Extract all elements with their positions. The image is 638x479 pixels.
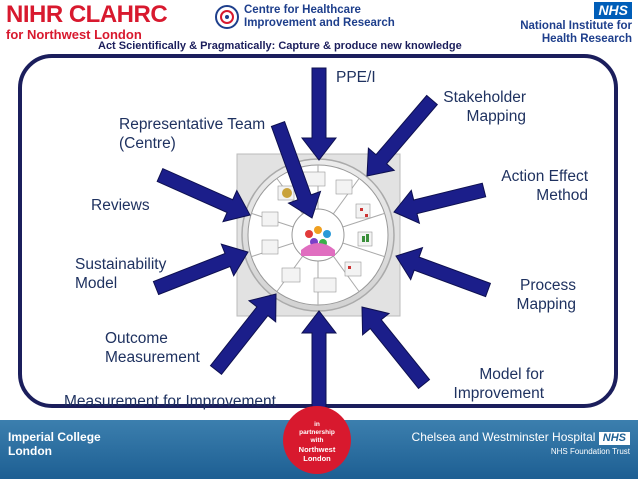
arrow-outcome: [209, 293, 277, 376]
label-representative-team: Representative Team (Centre): [119, 115, 265, 154]
imperial-line2: London: [8, 444, 52, 458]
arrow-reviews: [156, 167, 251, 223]
label-representative-line1: Representative Team: [119, 116, 266, 133]
label-action-effect-method: Action Effect Method: [482, 167, 588, 206]
label-stakeholder-line2: Mapping: [466, 108, 526, 126]
label-sustainability-line2: Model: [75, 275, 118, 293]
chelsea-trust: NHS Foundation Trust: [550, 447, 630, 456]
arrow-process: [395, 246, 492, 298]
label-action-line1: Action Effect: [501, 168, 588, 185]
nihr-clahrc-logo: NIHR CLAHRC for Northwest London: [6, 1, 168, 42]
partnership-badge: in partnership with Northwest London: [283, 406, 351, 474]
arrow-stakeholder: [366, 94, 439, 177]
imperial-logo: Imperial College London: [8, 430, 101, 458]
label-action-line2: Method: [536, 187, 588, 205]
nhs-badge: NHS: [594, 2, 632, 19]
label-stakeholder-line1: Stakeholder: [443, 89, 526, 106]
wheel-divider: [342, 212, 385, 228]
partner-line5: London: [303, 454, 331, 463]
label-process-mapping: Process Mapping: [496, 276, 576, 315]
arrow-representative: [270, 120, 322, 219]
nihr-name-line2: Health Research: [541, 33, 632, 45]
methods-wheel: [241, 158, 395, 312]
collaboration-figures-icon: [301, 226, 335, 256]
chelsea-nhs-badge: NHS: [598, 432, 630, 445]
label-process-line1: Process: [520, 277, 576, 294]
arrow-model: [361, 306, 431, 390]
arrow-ppei: [300, 67, 338, 161]
centre-logo: Centre for Healthcare Improvement and Re…: [214, 4, 395, 35]
label-process-line2: Mapping: [516, 296, 576, 314]
chelsea-name: Chelsea and Westminster Hospital: [411, 430, 596, 444]
label-outcome-measurement: Outcome Measurement: [105, 329, 200, 368]
label-outcome-line2: Measurement: [105, 349, 200, 367]
nihr-name-line1: National Institute for: [520, 20, 632, 32]
arrow-action-effect: [393, 182, 487, 225]
label-measurement-for-improvement: Measurement for Improvement: [64, 393, 276, 410]
label-sustainability-line1: Sustainability: [75, 256, 167, 273]
label-ppei: PPE/I: [336, 69, 376, 86]
label-outcome-line1: Outcome: [105, 330, 168, 347]
label-reviews: Reviews: [91, 197, 150, 214]
partner-line1: in: [314, 421, 320, 428]
label-model-for-improvement: Model for Improvement: [438, 365, 544, 404]
centre-name-line1: Centre for Healthcare: [244, 4, 361, 16]
arrow-measurement: [300, 310, 338, 413]
nihr-nhs-logo: NHS National Institute for Health Resear…: [482, 2, 632, 48]
nihr-logo-sub: for Northwest London: [6, 27, 142, 42]
nihr-logo-main: NIHR CLAHRC: [6, 1, 168, 28]
arrow-sustainability: [152, 243, 249, 296]
wheel-divider: [332, 178, 360, 215]
wheel-divider: [342, 242, 385, 258]
label-representative-line2: (Centre): [119, 135, 176, 153]
label-sustainability-model: Sustainability Model: [75, 255, 166, 294]
partner-line4: Northwest: [298, 445, 336, 454]
label-model-line2: Improvement: [453, 385, 544, 403]
chelsea-westminster-logo: Chelsea and Westminster Hospital NHS NHS…: [412, 430, 630, 459]
centre-name-line2: Improvement and Research: [244, 17, 395, 29]
partner-line2: partnership: [299, 429, 335, 436]
label-model-line1: Model for: [479, 366, 544, 383]
label-stakeholder-mapping: Stakeholder Mapping: [428, 88, 526, 127]
tagline: Act Scientifically & Pragmatically: Capt…: [98, 40, 462, 52]
partner-line3: with: [310, 437, 324, 444]
centre-emblem-icon: [215, 5, 239, 29]
imperial-line1: Imperial College: [8, 430, 101, 444]
